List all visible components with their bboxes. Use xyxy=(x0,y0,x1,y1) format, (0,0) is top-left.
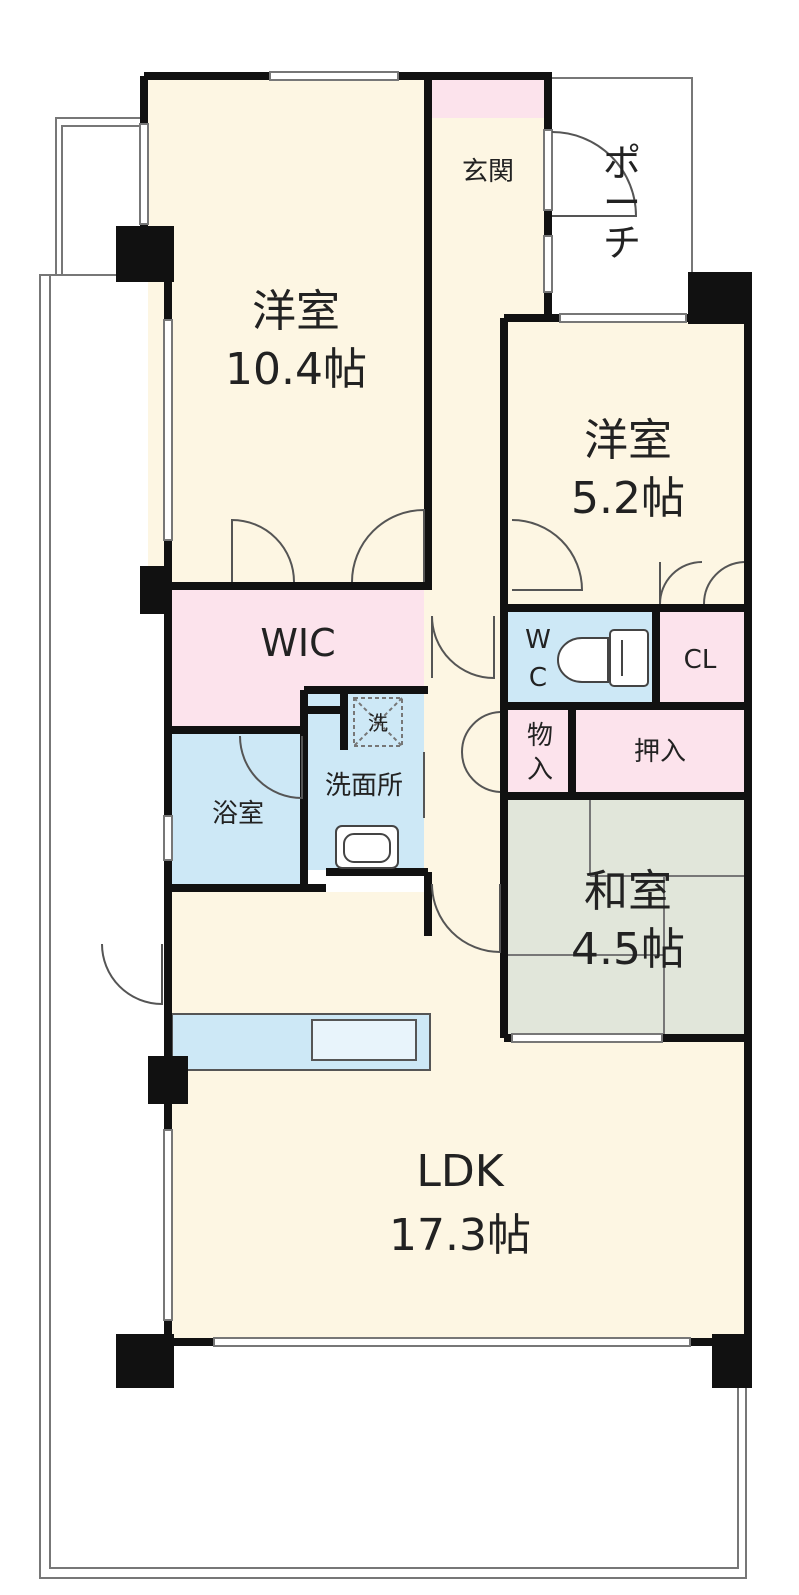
room-oshiire xyxy=(576,710,746,792)
storage-char-2: 入 xyxy=(527,755,553,785)
door-japanese xyxy=(431,883,501,954)
room-ldk xyxy=(172,892,746,1340)
room-label-oshiire: 押入 xyxy=(634,737,686,767)
washer-label: 洗 xyxy=(368,711,388,735)
door-bedroom-1 xyxy=(231,518,295,583)
porch-char-3: チ xyxy=(603,221,641,265)
door-closet-1 xyxy=(659,561,703,605)
room-label-western-large: 洋室 xyxy=(252,286,340,337)
window-ldk-left xyxy=(163,1129,173,1321)
window-bath xyxy=(163,815,173,861)
room-label-ldk: LDK xyxy=(416,1146,504,1197)
washbasin-icon xyxy=(335,825,399,869)
door-closet-2 xyxy=(702,561,745,605)
room-fills xyxy=(148,80,748,1340)
window-upper-left xyxy=(139,123,149,225)
windows xyxy=(139,71,691,1347)
room-size-western-small: 5.2帖 xyxy=(571,473,685,524)
door-bath xyxy=(239,735,303,800)
wc-char-2: C xyxy=(529,663,547,693)
door-wc xyxy=(431,615,495,680)
window-porch xyxy=(543,235,553,293)
door-storage-2 xyxy=(460,751,501,793)
room-size-western-large: 10.4帖 xyxy=(225,344,367,395)
door-bedroom-2 xyxy=(351,508,425,583)
doors xyxy=(101,131,745,1006)
wc-char-1: W xyxy=(525,625,551,655)
room-bath xyxy=(172,733,304,885)
washer-space-icon xyxy=(353,697,403,747)
columns xyxy=(116,226,752,1388)
room-label-washroom: 洗面所 xyxy=(325,771,403,801)
room-label-western-small: 洋室 xyxy=(584,415,672,466)
room-japanese xyxy=(508,796,746,1034)
room-label-bath: 浴室 xyxy=(212,799,264,829)
room-label-closet: CL xyxy=(684,645,717,675)
entrance-tile xyxy=(432,80,544,118)
window-bedroom-left xyxy=(163,319,173,541)
room-storage xyxy=(508,710,572,792)
room-size-japanese: 4.5帖 xyxy=(571,924,685,975)
kitchen-sink xyxy=(311,1019,417,1061)
door-storage-1 xyxy=(460,711,501,753)
room-label-wic: WIC xyxy=(260,621,335,665)
storage-char-1: 物 xyxy=(527,721,553,751)
window-ldk-bottom xyxy=(213,1337,691,1347)
tatami-lines xyxy=(508,796,746,1034)
door-entrance xyxy=(551,131,638,217)
porch-char-2: ー xyxy=(603,181,641,225)
porch-char-1: ポ xyxy=(603,141,641,185)
room-closet xyxy=(658,612,746,704)
door-balcony xyxy=(101,943,163,1006)
balcony xyxy=(39,117,747,1579)
toilet-icon xyxy=(557,629,649,687)
room-size-ldk: 17.3帖 xyxy=(389,1210,531,1261)
room-western-large xyxy=(148,80,424,586)
window-japanese xyxy=(511,1033,663,1043)
window-entrance xyxy=(543,129,553,211)
room-label-entrance: 玄関 xyxy=(462,157,514,187)
door-bedroom-3 xyxy=(511,519,584,591)
window-bedroom-small xyxy=(559,313,687,323)
room-western-small xyxy=(508,320,748,610)
room-label-japanese: 和室 xyxy=(584,866,672,917)
window-top xyxy=(269,71,399,81)
